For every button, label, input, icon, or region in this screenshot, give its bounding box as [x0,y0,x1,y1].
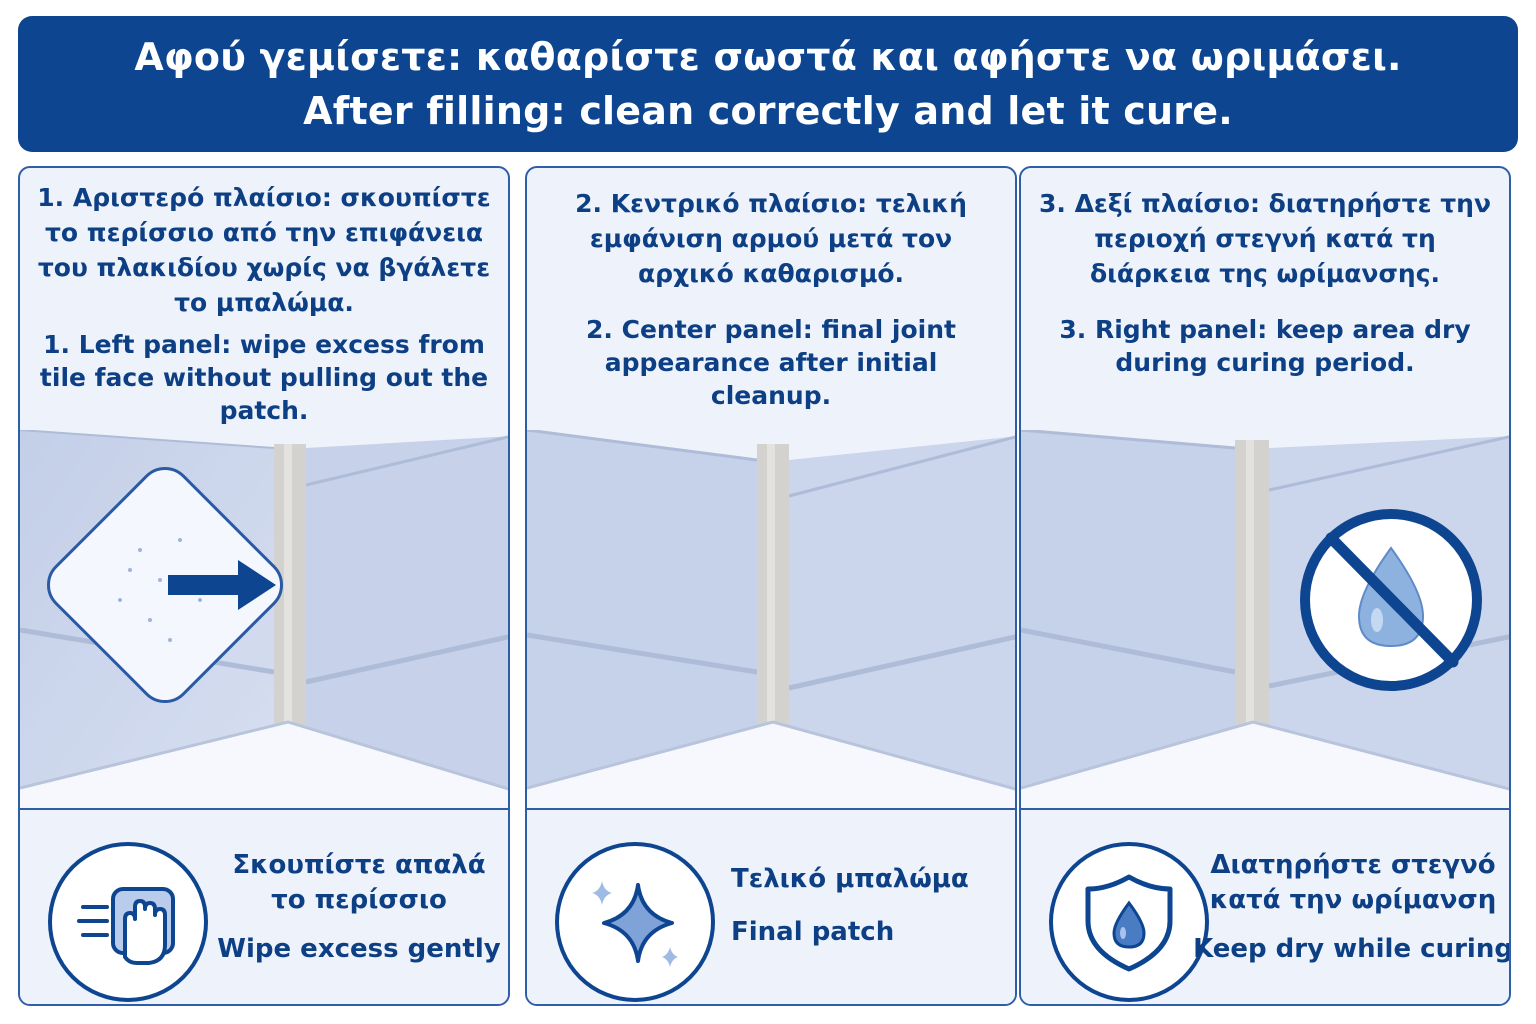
header-banner: Αφού γεμίσετε: καθαρίστε σωστά και αφήστ… [18,16,1518,152]
panel-right: 3. Δεξί πλαίσιο: διατηρήστε την περιοχή … [1019,166,1511,1006]
footer-label-dry: Διατηρήστε στεγνό κατά την ωρίμανση Keep… [1193,848,1511,967]
footer-label-english: Wipe excess gently [217,934,501,964]
caption-english: 3. Right panel: keep area dry during cur… [1059,315,1471,377]
tile-corner-scene-final [527,430,1015,808]
tile-corner-scene-dry [1021,430,1509,808]
footer-label-english: Final patch [731,917,895,947]
footer-label-final: Τελικό μπαλώμα Final patch [731,862,991,950]
panel-right-footer: Διατηρήστε στεγνό κατά την ωρίμανση Keep… [1021,808,1509,1004]
tile-corner-scene-wipe [20,430,508,808]
panel-center: 2. Κεντρικό πλαίσιο: τελική εμφάνιση αρμ… [525,166,1017,1006]
panel-left-caption: 1. Αριστερό πλαίσιο: σκουπίστε το περίσσ… [34,180,494,427]
sponge-icon [46,466,284,704]
panel-left-footer: Σκουπίστε απαλά το περίσσιο Wipe excess … [20,808,508,1004]
no-water-icon [1300,509,1482,691]
caption-greek: 2. Κεντρικό πλαίσιο: τελική εμφάνιση αρμ… [575,189,967,288]
hand-wiping-cloth-icon [48,842,208,1002]
shield-water-drop-icon [1049,842,1209,1002]
panel-right-caption: 3. Δεξί πλαίσιο: διατηρήστε την περιοχή … [1035,186,1495,379]
footer-label-greek: Σκουπίστε απαλά το περίσσιο [232,850,486,915]
footer-label-english: Keep dry while curing [1193,934,1511,964]
caption-greek: 1. Αριστερό πλαίσιο: σκουπίστε το περίσσ… [37,183,491,317]
panel-left: 1. Αριστερό πλαίσιο: σκουπίστε το περίσσ… [18,166,510,1006]
panel-center-footer: Τελικό μπαλώμα Final patch [527,808,1015,1004]
sparkle-icon [555,842,715,1002]
footer-label-greek: Διατηρήστε στεγνό κατά την ωρίμανση [1209,850,1497,915]
title-greek: Αφού γεμίσετε: καθαρίστε σωστά και αφήστ… [134,35,1402,79]
footer-label-greek: Τελικό μπαλώμα [731,864,969,894]
wipe-arrow-icon [168,560,276,610]
caption-english: 1. Left panel: wipe excess from tile fac… [39,330,489,425]
caption-greek: 3. Δεξί πλαίσιο: διατηρήστε την περιοχή … [1038,189,1492,288]
caption-english: 2. Center panel: final joint appearance … [586,315,956,410]
panel-center-caption: 2. Κεντρικό πλαίσιο: τελική εμφάνιση αρμ… [541,186,1001,412]
footer-label-wipe: Σκουπίστε απαλά το περίσσιο Wipe excess … [214,848,504,967]
title-english: After filling: clean correctly and let i… [303,89,1233,133]
